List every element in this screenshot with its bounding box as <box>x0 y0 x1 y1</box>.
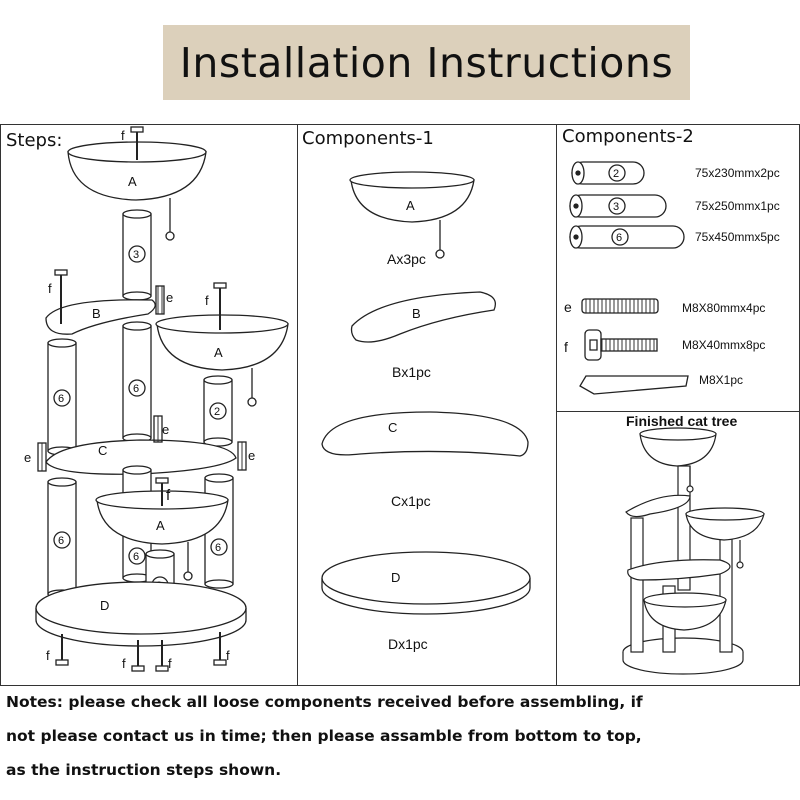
svg-text:A: A <box>128 174 137 189</box>
tube-3-spec: 75x250mmx1pc <box>695 199 780 213</box>
steps-title: Steps: <box>6 130 63 151</box>
svg-text:f: f <box>48 281 52 296</box>
tube-3-part: 3 <box>569 194 667 218</box>
svg-text:D: D <box>100 598 109 613</box>
bolt-f-b: f <box>48 269 68 324</box>
component-d: D <box>321 551 531 615</box>
bolt-f-top: f <box>121 126 144 160</box>
svg-text:6: 6 <box>58 535 64 547</box>
svg-text:D: D <box>391 570 400 585</box>
components2-title: Components-2 <box>562 126 694 147</box>
bolt-e-part: e <box>564 298 659 315</box>
bolt-f-part: f <box>564 329 658 361</box>
svg-text:f: f <box>46 648 50 663</box>
wrench-spec: M8X1pc <box>699 373 744 387</box>
component-a: A <box>349 171 475 259</box>
svg-text:6: 6 <box>133 383 139 395</box>
tube-3: 3 <box>122 209 152 301</box>
tube-6-mid-upper: 6 <box>122 321 152 443</box>
tube-6-left-lower: 6 <box>47 477 77 599</box>
svg-text:B: B <box>412 306 421 321</box>
finished-title: Finished cat tree <box>626 413 738 429</box>
tube-2-part: 2 <box>571 161 645 185</box>
components2-drawings: 2 3 6 e f <box>564 161 689 395</box>
notes-line-1: Notes: please check all loose components… <box>6 693 643 711</box>
svg-text:f: f <box>168 656 172 671</box>
svg-text:A: A <box>214 345 223 360</box>
tube-2-spec: 75x230mmx2pc <box>695 166 780 180</box>
svg-text:C: C <box>98 443 107 458</box>
wrench-part <box>579 375 689 395</box>
finished-cat-tree-drawing <box>622 427 765 675</box>
svg-text:C: C <box>388 420 397 435</box>
component-a-qty: Ax3pc <box>387 251 426 267</box>
svg-text:f: f <box>226 648 230 663</box>
steps-assembly-diagram: A f 3 B f <box>24 126 289 672</box>
svg-text:e: e <box>24 450 31 465</box>
component-b-qty: Bx1pc <box>392 364 431 380</box>
tube-6-left-upper: 6 <box>47 338 77 456</box>
bolt-f-lower-bowl: f <box>155 477 171 506</box>
svg-text:6: 6 <box>616 232 622 244</box>
svg-text:A: A <box>156 518 165 533</box>
tube-2-upper: 2 <box>203 375 233 447</box>
svg-text:e: e <box>248 448 255 463</box>
bolt-f-spec: M8X40mmx8pc <box>682 338 766 352</box>
component-d-qty: Dx1pc <box>388 636 428 652</box>
svg-text:B: B <box>92 306 101 321</box>
svg-text:f: f <box>122 656 126 671</box>
bolt-e-spec: M8X80mmx4pc <box>682 301 766 315</box>
page-title: Installation Instructions <box>179 38 674 87</box>
component-c: C <box>321 411 529 457</box>
svg-text:f: f <box>121 128 125 143</box>
component-c-qty: Cx1pc <box>391 493 431 509</box>
bolt-e-b: e <box>155 285 173 315</box>
tube-6-part: 6 <box>569 225 685 249</box>
components1-drawings: A B C D <box>321 171 531 615</box>
svg-text:f: f <box>205 293 209 308</box>
svg-text:6: 6 <box>215 542 221 554</box>
top-bowl-a: A <box>67 141 207 241</box>
notes-line-3: as the instruction steps shown. <box>6 761 282 779</box>
notes: Notes: please check all loose components… <box>6 685 796 787</box>
svg-text:f: f <box>564 339 568 355</box>
components1-title: Components-1 <box>302 128 434 149</box>
svg-text:e: e <box>162 422 169 437</box>
svg-text:2: 2 <box>613 168 619 180</box>
bolt-f-middle-bowl: f <box>205 282 227 330</box>
board-c: C <box>45 439 237 475</box>
bolt-e-c: e e e <box>24 415 255 472</box>
bolts-f-base: f f f f <box>46 632 230 672</box>
tube-6-spec: 75x450mmx5pc <box>695 230 780 244</box>
board-b: B <box>45 299 156 335</box>
title-banner: Installation Instructions <box>163 25 690 100</box>
base-d: D <box>35 581 247 647</box>
svg-text:3: 3 <box>613 201 619 213</box>
notes-line-2: not please contact us in time; then plea… <box>6 727 642 745</box>
svg-text:2: 2 <box>214 406 220 418</box>
svg-text:e: e <box>564 299 572 315</box>
component-b: B <box>350 291 497 343</box>
svg-text:A: A <box>406 198 415 213</box>
middle-bowl-a: A <box>155 314 289 407</box>
svg-text:6: 6 <box>58 393 64 405</box>
svg-text:f: f <box>166 487 171 504</box>
svg-text:3: 3 <box>133 249 139 261</box>
svg-text:e: e <box>166 290 173 305</box>
svg-text:6: 6 <box>133 551 139 563</box>
